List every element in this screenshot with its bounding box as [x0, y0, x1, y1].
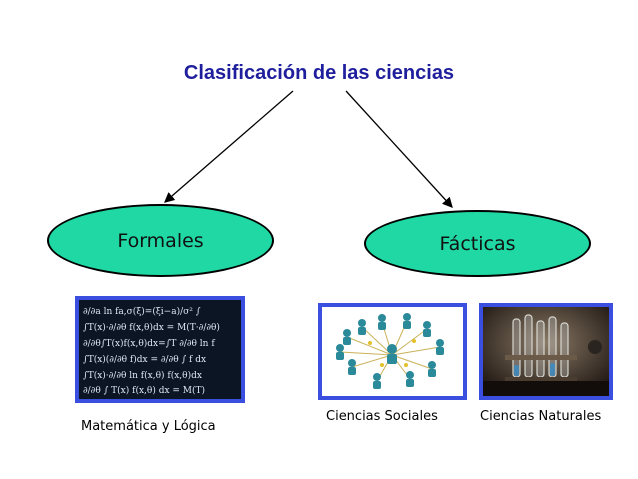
svg-text:∂/∂θ ∫ T(x) f(x,θ) dx = M(T): ∂/∂θ ∫ T(x) f(x,θ) dx = M(T)	[83, 385, 205, 396]
arrow-to-facticas	[345, 90, 453, 208]
diagram-title: Clasificación de las ciencias	[183, 62, 455, 84]
test-tubes-icon	[483, 307, 609, 396]
svg-text:∫T(x)·∂/∂θ f(x,θ)dx = M(T·∂/∂θ: ∫T(x)·∂/∂θ f(x,θ)dx = M(T·∂/∂θ)	[83, 322, 220, 333]
node-formales-label: Formales	[117, 229, 204, 252]
lab-tubes-image	[479, 303, 613, 400]
caption-sociales: Ciencias Sociales	[326, 409, 438, 424]
arrow-to-formales	[164, 90, 294, 203]
svg-text:∫T(x)·∂/∂θ ln f(x,θ) f(x,θ)dx: ∫T(x)·∂/∂θ ln f(x,θ) f(x,θ)dx	[83, 370, 202, 381]
caption-matematica: Matemática y Lógica	[81, 419, 216, 434]
social-network-image	[318, 303, 467, 400]
math-formulas-image: ∂/∂a ln fa,σ(ξ)=(ξi−a)/σ² ∫ ∫T(x)·∂/∂θ f…	[75, 296, 245, 403]
node-facticas: Fácticas	[364, 210, 591, 277]
node-formales: Formales	[47, 204, 274, 277]
svg-text:∂/∂a ln fa,σ(ξ)=(ξi−a)/σ² ∫: ∂/∂a ln fa,σ(ξ)=(ξi−a)/σ² ∫	[83, 306, 201, 317]
node-facticas-label: Fácticas	[439, 232, 516, 255]
people-network-icon	[322, 307, 463, 396]
caption-naturales: Ciencias Naturales	[480, 409, 602, 424]
formula-icon: ∂/∂a ln fa,σ(ξ)=(ξi−a)/σ² ∫ ∫T(x)·∂/∂θ f…	[79, 300, 241, 399]
svg-text:∫T(x)(∂/∂θ f)dx = ∂/∂θ ∫ f dx: ∫T(x)(∂/∂θ f)dx = ∂/∂θ ∫ f dx	[83, 354, 206, 365]
svg-text:∂/∂θ∫T(x)f(x,θ)dx=∫T ∂/∂θ ln f: ∂/∂θ∫T(x)f(x,θ)dx=∫T ∂/∂θ ln f	[83, 338, 215, 349]
